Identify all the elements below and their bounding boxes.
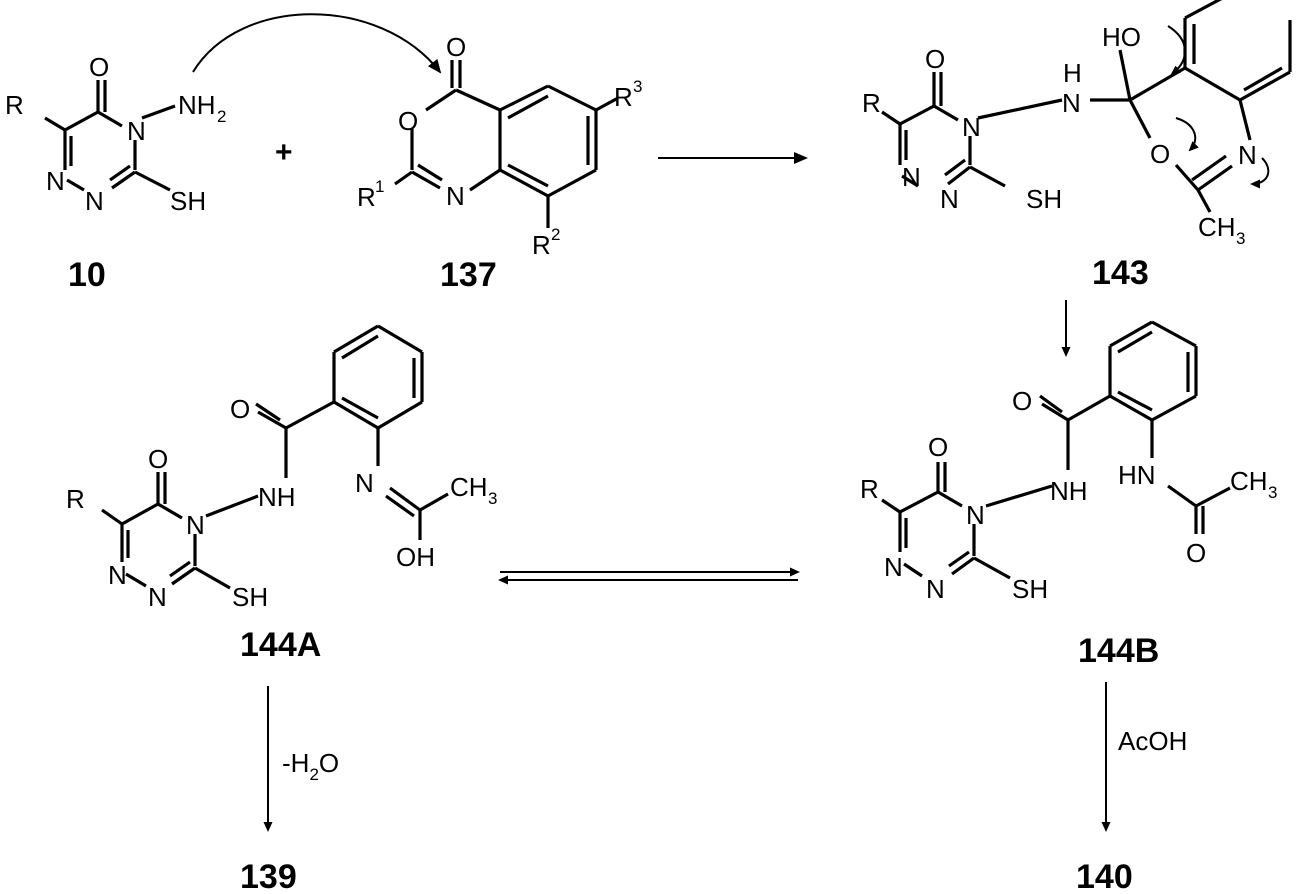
subscript-2: 2 [217,107,226,126]
atom-sh: SH [1012,574,1048,604]
electron-push-arrow [1167,25,1186,76]
atom-o: O [1150,139,1170,169]
atom-r1: R [357,182,376,212]
structure-144A: R O N NH O N CH 3 OH N N SH [66,324,497,612]
structure-10: R O N NH 2 N N SH [5,52,226,216]
superscript-1: 1 [375,177,384,196]
atom-n: N [85,186,104,216]
atom-n: N [962,112,981,142]
compound-label-139: 139 [240,858,297,894]
atom-n: N [148,582,167,612]
subscript-3: 3 [488,489,497,508]
compound-label-144A: 144A [240,626,321,664]
atom-o: O [398,106,418,136]
atom-nh: N [1062,88,1081,118]
atom-ch3: CH [1198,212,1236,242]
electron-push-arrow [1175,117,1199,152]
compound-label-143: 143 [1092,254,1149,292]
atom-r: R [860,474,879,504]
atom-n: N [940,184,959,214]
condition-dehydration: -H2O [282,748,339,784]
curved-attack-arrow [192,13,442,74]
atom-o: O [925,44,945,74]
atom-n: N [46,166,65,196]
atom-o: O [89,52,109,82]
atom-n: N [355,468,374,498]
plus-sign: + [275,136,293,169]
atom-ho: HO [1102,22,1141,52]
atom-r3: R [614,82,633,112]
atom-n: N [884,552,903,582]
atom-sh: SH [232,582,268,612]
compound-label-144B: 144B [1078,632,1159,670]
atom-nh2: NH [178,90,216,120]
superscript-2: 2 [551,225,560,244]
atom-oh: OH [396,542,435,572]
atom-n: N [127,116,146,146]
atom-n: N [446,181,465,211]
atom-r2: R [532,230,551,260]
atom-o: O [1012,386,1032,416]
atom-nh: NH [1050,476,1088,506]
atom-sh: SH [170,186,206,216]
atom-r: R [5,90,24,120]
atom-ch3: CH [1230,466,1268,496]
equilibrium-arrows [498,567,800,585]
structure-137: O O N R 1 R 3 R 2 [357,32,642,260]
atom-o: O [446,32,466,62]
atom-n: N [926,574,945,604]
atom-ch3: CH [450,472,488,502]
atom-n: N [1238,140,1257,170]
subscript-3: 3 [1236,229,1245,248]
atom-o: O [1186,538,1206,568]
atom-sh: SH [1026,184,1062,214]
atom-o: O [928,432,948,462]
condition-acid: AcOH [1118,726,1187,756]
atom-o: O [230,394,250,424]
atom-hn: HN [1118,460,1156,490]
atom-n: N [108,560,127,590]
compound-label-10: 10 [68,256,106,294]
compound-label-140: 140 [1076,858,1133,894]
atom-n: N [966,500,985,530]
subscript-3: 3 [1268,483,1277,502]
structure-143: R O N H N HO O N N N SH CH 3 [862,0,1292,248]
compound-label-137: 137 [440,256,497,294]
electron-push-arrow [1250,157,1270,189]
atom-n: N [902,162,921,192]
atom-r: R [66,484,85,514]
atom-r: R [862,88,881,118]
atom-o: O [148,444,168,474]
superscript-3: 3 [633,77,642,96]
atom-nh: NH [258,482,296,512]
structure-144B: R O N NH O HN CH 3 O N N SH [860,320,1277,604]
atom-n: N [186,510,205,540]
atom-h: H [1063,58,1082,88]
